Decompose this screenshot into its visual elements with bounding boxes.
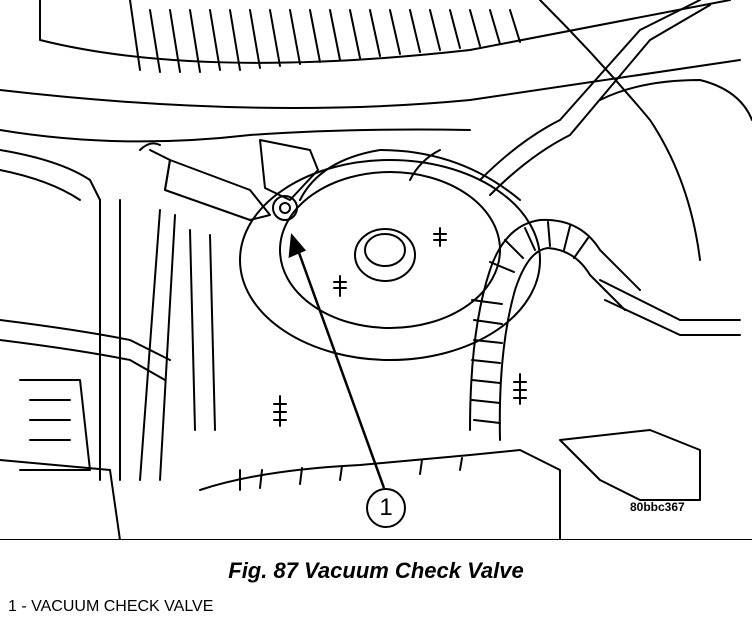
figure-caption: Fig. 87 Vacuum Check Valve [228,558,524,583]
image-reference-code: 80bbc367 [630,500,685,514]
legend-item: 1 - VACUUM CHECK VALVE [8,598,214,615]
line-drawing [0,0,752,541]
engine-bay-illustration [0,0,752,541]
callout-number: 1 [366,488,406,528]
